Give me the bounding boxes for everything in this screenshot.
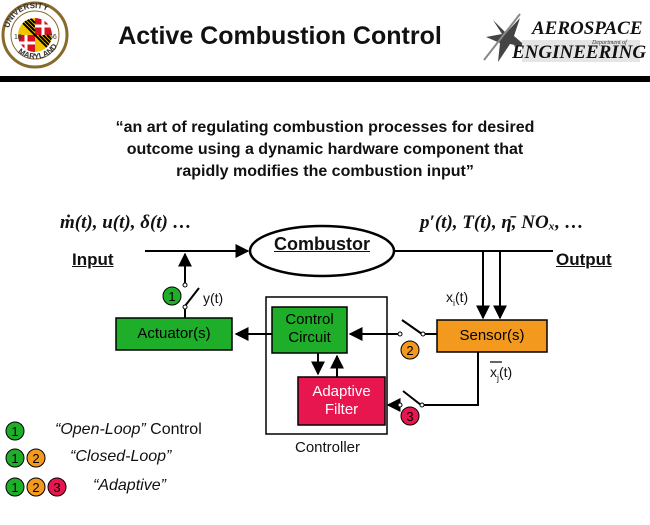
switch-1-blade bbox=[184, 287, 200, 307]
svg-text:1: 1 bbox=[11, 480, 18, 495]
quote-line-2: outcome using a dynamic hardware compone… bbox=[126, 141, 524, 158]
switch-2-blade bbox=[401, 319, 423, 335]
adaptive-filter-line1: Adaptive bbox=[312, 383, 371, 400]
control-circuit-box bbox=[271, 306, 348, 354]
switch-1-badge: 1 bbox=[162, 286, 182, 306]
definition-quote: “an art of regulating combustion process… bbox=[40, 117, 610, 183]
signal-xj-label: xj(t) bbox=[490, 364, 513, 383]
quote-line-1: “an art of regulating combustion process… bbox=[115, 119, 535, 136]
switch-3-blade bbox=[402, 390, 422, 406]
page-title: Active Combustion Control bbox=[118, 22, 442, 50]
legend-open-loop: “Open-Loop” Control bbox=[55, 421, 202, 438]
input-label: Input bbox=[72, 250, 114, 269]
logo-engineering-text: ENGINEERING bbox=[511, 42, 646, 63]
legend-row-1-badges: 1 bbox=[5, 421, 25, 441]
header-rule bbox=[0, 76, 650, 82]
svg-text:1: 1 bbox=[168, 289, 175, 304]
control-circuit-label: Control Circuit bbox=[272, 311, 347, 347]
legend-adaptive: “Adaptive” bbox=[93, 477, 166, 494]
switch-2-badge: 2 bbox=[400, 340, 420, 360]
control-circuit-line2: Circuit bbox=[288, 329, 331, 346]
sensor-label: Sensor(s) bbox=[459, 327, 525, 344]
actuator-label: Actuator(s) bbox=[137, 325, 211, 342]
svg-text:2: 2 bbox=[32, 451, 39, 466]
university-of-maryland-seal-icon: 18 56 UNIVERSITY MARYLAND bbox=[1, 1, 69, 69]
signal-xi-label: xi(t) bbox=[446, 289, 469, 308]
svg-text:1: 1 bbox=[11, 424, 18, 439]
sensor-box bbox=[436, 319, 548, 353]
seal-year-left: 18 bbox=[14, 34, 22, 41]
logo-aerospace-text: AEROSPACE bbox=[531, 18, 643, 39]
adaptive-filter-box bbox=[297, 376, 386, 426]
output-variables: p′(t), T(t), η̄, NOₓ, … bbox=[420, 212, 584, 233]
svg-text:2: 2 bbox=[32, 480, 39, 495]
input-variables: ṁ(t), u(t), δ(t) … bbox=[60, 212, 192, 233]
adaptive-filter-label: Adaptive Filter bbox=[298, 383, 385, 419]
legend-row-3-badges: 1 2 3 bbox=[5, 477, 67, 497]
legend-closed-loop: “Closed-Loop” bbox=[70, 448, 172, 465]
controller-label: Controller bbox=[295, 439, 361, 456]
svg-text:3: 3 bbox=[53, 480, 60, 495]
signal-y-label: y(t) bbox=[203, 290, 224, 306]
aerospace-engineering-logo-icon: AEROSPACE Department of ENGINEERING bbox=[483, 13, 646, 63]
actuator-box bbox=[115, 317, 233, 351]
seal-year-right: 56 bbox=[49, 34, 57, 41]
sensor-to-switch3-line bbox=[423, 352, 479, 406]
svg-text:3: 3 bbox=[406, 409, 413, 424]
adaptive-filter-line2: Filter bbox=[324, 401, 359, 418]
legend-row-2-badges: 1 2 bbox=[5, 448, 46, 468]
svg-text:2: 2 bbox=[406, 343, 413, 358]
quote-line-3: rapidly modifies the combustion input” bbox=[176, 163, 474, 180]
svg-text:1: 1 bbox=[11, 451, 18, 466]
output-label: Output bbox=[556, 250, 612, 269]
logo-department-text: Department of bbox=[591, 39, 628, 46]
switch-3-badge: 3 bbox=[400, 406, 420, 426]
combustor-label: Combustor bbox=[274, 234, 370, 254]
control-circuit-line1: Control bbox=[285, 311, 334, 328]
